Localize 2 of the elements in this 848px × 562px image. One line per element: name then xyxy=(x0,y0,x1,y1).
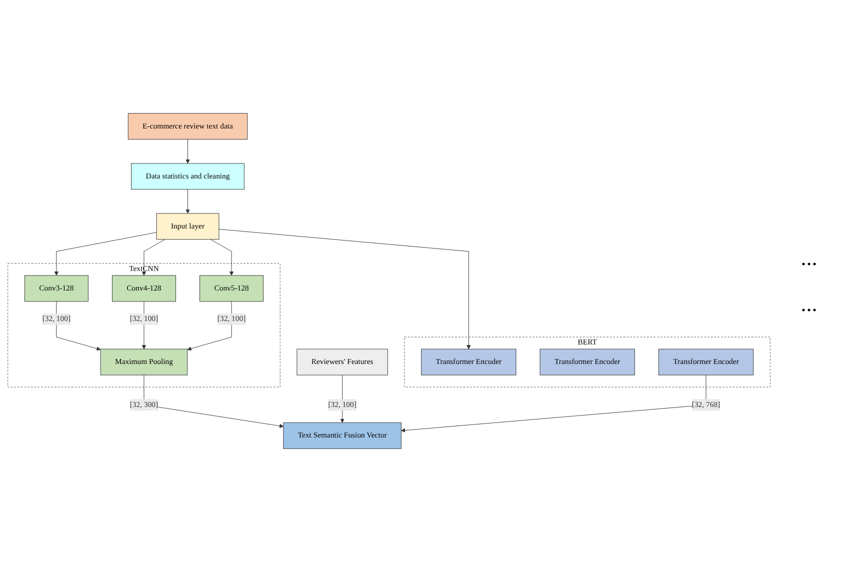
ellipsis-label: ... xyxy=(800,291,818,317)
ellipsis-label: ... xyxy=(800,245,818,271)
